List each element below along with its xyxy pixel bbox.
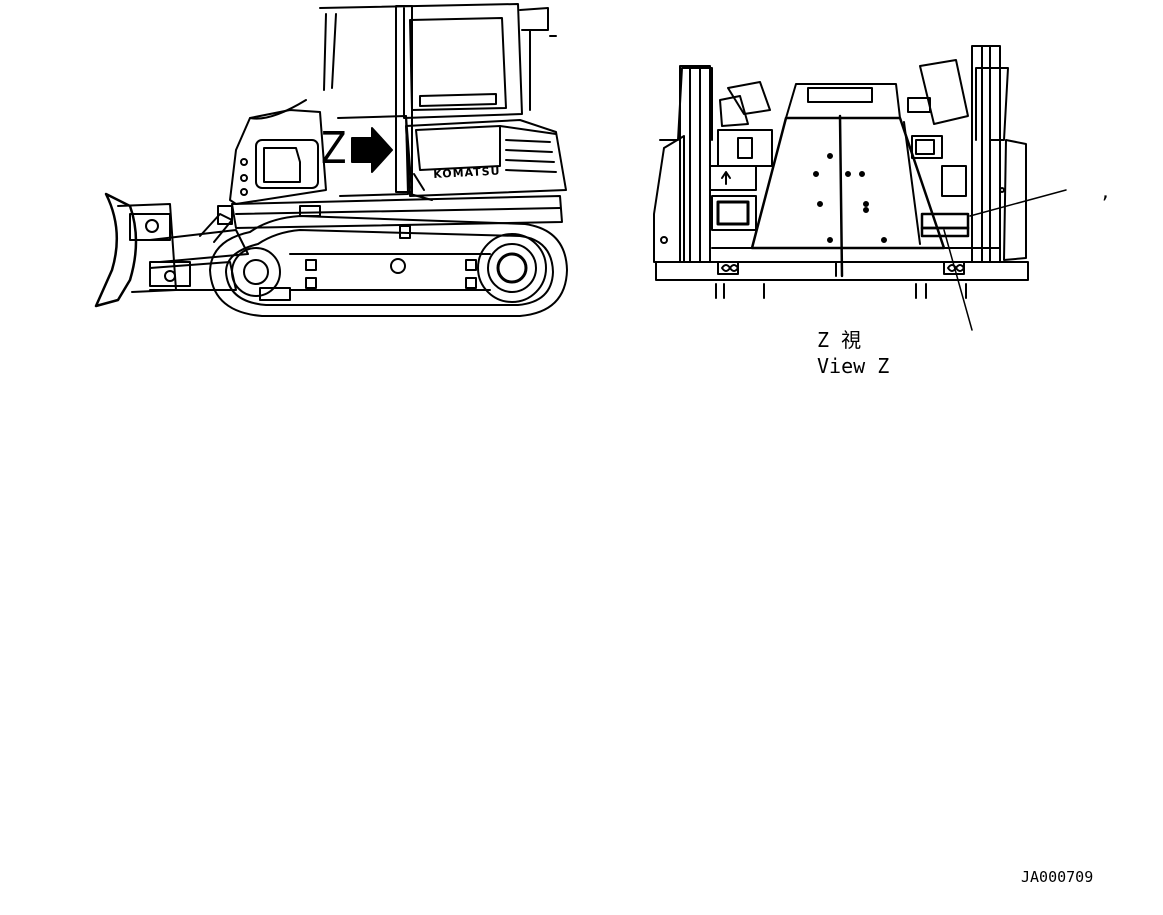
figure-id: JA000709 bbox=[1021, 868, 1094, 886]
view-caption-english: View Z bbox=[817, 354, 890, 378]
direction-arrow bbox=[351, 127, 393, 173]
leader-line-lower bbox=[943, 229, 973, 331]
view-direction-letter: Z bbox=[321, 123, 347, 174]
cab bbox=[319, 3, 523, 119]
leader-line-upper bbox=[969, 189, 1067, 217]
blade bbox=[94, 192, 138, 308]
callout-mark: , bbox=[1100, 182, 1111, 203]
left-label-plate bbox=[711, 195, 757, 231]
front-grille bbox=[255, 139, 319, 189]
track-inner-outline bbox=[225, 229, 554, 306]
view-caption-japanese: Z 視 bbox=[817, 328, 862, 352]
decal-location bbox=[920, 212, 970, 230]
rear-hood-panel bbox=[750, 116, 946, 250]
sprocket bbox=[477, 233, 547, 303]
